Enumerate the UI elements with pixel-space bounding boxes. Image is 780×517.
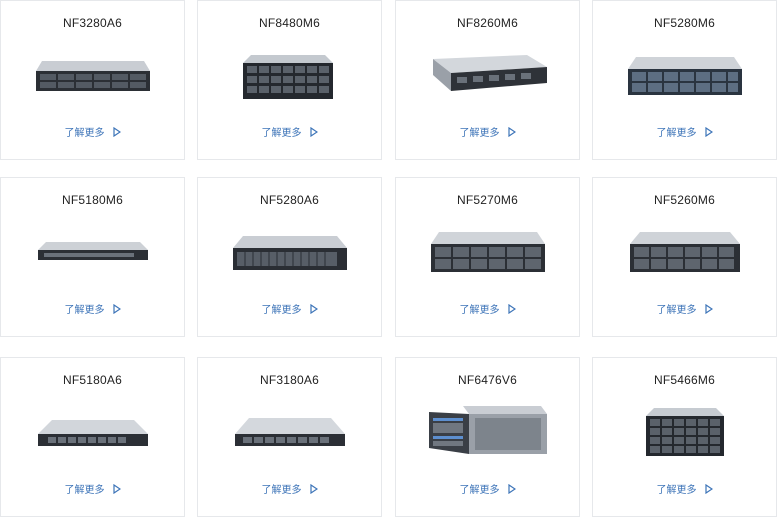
rack-server-2u-icon (35, 61, 150, 91)
play-arrow-icon (309, 303, 318, 317)
server-image[interactable] (593, 218, 776, 288)
rack-server-4u-icon (645, 408, 724, 456)
rack-server-2u-icon (430, 232, 545, 272)
play-arrow-icon (309, 126, 318, 140)
server-image[interactable] (198, 41, 381, 111)
play-arrow-icon (507, 303, 516, 317)
product-name[interactable]: NF5180A6 (63, 373, 122, 387)
rack-server-2u-icon (432, 55, 547, 91)
play-arrow-icon (704, 303, 713, 317)
product-card[interactable]: NF3180A6 了解更多 (197, 357, 382, 517)
server-image[interactable] (396, 218, 579, 288)
product-card[interactable]: NF5270M6 了解更多 (395, 177, 580, 337)
product-name[interactable]: NF5280A6 (260, 193, 319, 207)
product-name[interactable]: NF5260M6 (654, 193, 715, 207)
product-name[interactable]: NF5180M6 (62, 193, 123, 207)
learn-more-link[interactable]: 了解更多 (593, 481, 776, 497)
product-card[interactable]: NF5180M6 了解更多 (0, 177, 185, 337)
learn-more-link[interactable]: 了解更多 (396, 481, 579, 497)
server-image[interactable] (1, 218, 184, 288)
play-arrow-icon (112, 126, 121, 140)
learn-more-link[interactable]: 了解更多 (1, 301, 184, 317)
learn-more-link[interactable]: 了解更多 (396, 124, 579, 140)
product-card[interactable]: NF8480M6 了解更多 (197, 0, 382, 160)
play-arrow-icon (507, 483, 516, 497)
product-name[interactable]: NF3280A6 (63, 16, 122, 30)
product-name[interactable]: NF5280M6 (654, 16, 715, 30)
product-name[interactable]: NF8260M6 (457, 16, 518, 30)
rack-server-1u-icon (37, 242, 148, 260)
server-image[interactable] (1, 398, 184, 468)
learn-more-link[interactable]: 了解更多 (1, 124, 184, 140)
product-card[interactable]: NF5260M6 了解更多 (592, 177, 777, 337)
play-arrow-icon (507, 126, 516, 140)
server-image[interactable] (396, 41, 579, 111)
product-card[interactable]: NF6476V6 了解更多 (395, 357, 580, 517)
rack-server-1u-icon (234, 418, 345, 446)
play-arrow-icon (112, 483, 121, 497)
product-card[interactable]: NF8260M6 了解更多 (395, 0, 580, 160)
play-arrow-icon (704, 483, 713, 497)
play-arrow-icon (309, 483, 318, 497)
gpu-server-icon (428, 406, 547, 454)
learn-more-link[interactable]: 了解更多 (593, 124, 776, 140)
product-name[interactable]: NF3180A6 (260, 373, 319, 387)
product-name[interactable]: NF6476V6 (458, 373, 517, 387)
product-card[interactable]: NF5280M6 了解更多 (592, 0, 777, 160)
learn-more-link[interactable]: 了解更多 (198, 481, 381, 497)
product-name[interactable]: NF8480M6 (259, 16, 320, 30)
product-name[interactable]: NF5466M6 (654, 373, 715, 387)
server-image[interactable] (1, 41, 184, 111)
play-arrow-icon (112, 303, 121, 317)
product-name[interactable]: NF5270M6 (457, 193, 518, 207)
learn-more-link[interactable]: 了解更多 (198, 301, 381, 317)
server-image[interactable] (396, 398, 579, 468)
product-card[interactable]: NF5180A6 了解更多 (0, 357, 185, 517)
learn-more-link[interactable]: 了解更多 (593, 301, 776, 317)
rack-server-2u-icon (232, 236, 347, 270)
rack-server-2u-icon (629, 232, 740, 272)
learn-more-link[interactable]: 了解更多 (198, 124, 381, 140)
learn-more-link[interactable]: 了解更多 (1, 481, 184, 497)
rack-server-2u-icon (627, 57, 742, 95)
server-image[interactable] (593, 398, 776, 468)
rack-server-1u-icon (37, 420, 148, 446)
product-card[interactable]: NF5280A6 了解更多 (197, 177, 382, 337)
rack-server-4u-icon (242, 55, 333, 99)
play-arrow-icon (704, 126, 713, 140)
server-image[interactable] (198, 218, 381, 288)
learn-more-link[interactable]: 了解更多 (396, 301, 579, 317)
server-image[interactable] (593, 41, 776, 111)
product-card[interactable]: NF3280A6 了解更多 (0, 0, 185, 160)
product-card[interactable]: NF5466M6 了解更多 (592, 357, 777, 517)
server-image[interactable] (198, 398, 381, 468)
